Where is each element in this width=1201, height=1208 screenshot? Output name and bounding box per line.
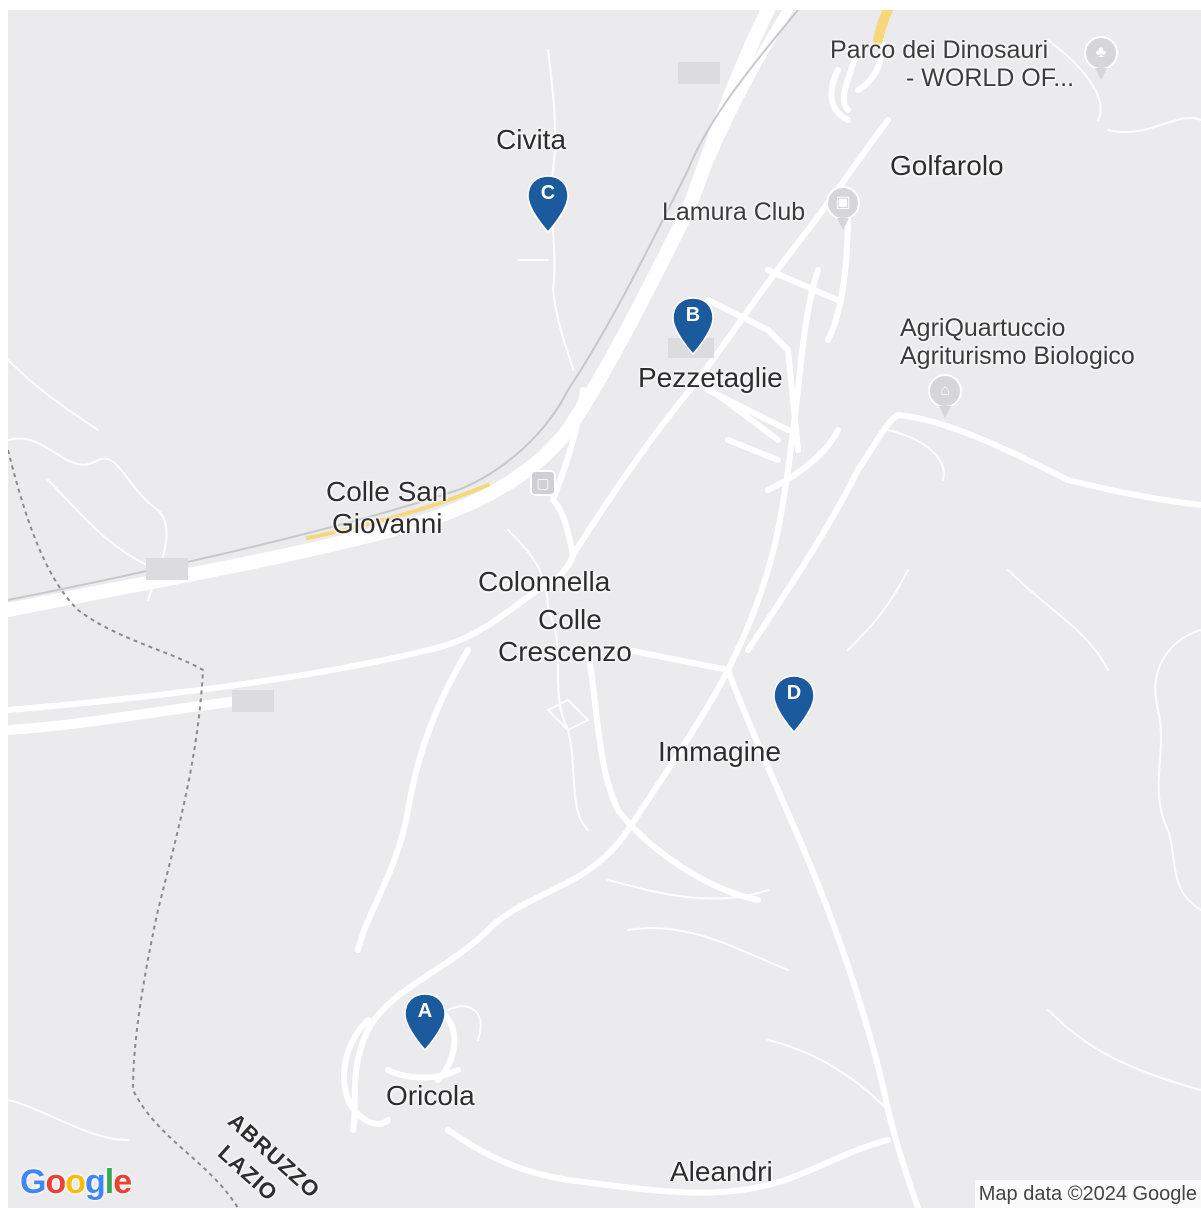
place-label-oricola[interactable]: Oricola	[386, 1080, 475, 1111]
place-label-pezzetaglie[interactable]: Pezzetaglie	[638, 362, 783, 393]
poi-label-lamura[interactable]: Lamura Club	[662, 198, 806, 226]
place-label-colle-san-giovanni-1[interactable]: Colle San	[326, 476, 448, 507]
marker-c[interactable]: C	[525, 174, 571, 236]
marker-b-label: B	[685, 304, 701, 326]
bed-icon[interactable]: ⌂	[928, 374, 962, 418]
marker-a-label: A	[417, 1000, 433, 1022]
place-label-immagine[interactable]: Immagine	[658, 736, 781, 767]
train-icon[interactable]: ▢	[530, 470, 556, 496]
map-roads	[8, 10, 1201, 1208]
map-pin-icon	[672, 297, 714, 356]
place-label-colle-san-giovanni-2[interactable]: Giovanni	[332, 508, 443, 539]
google-logo[interactable]: Google	[20, 1163, 132, 1201]
poi-label-agri-2[interactable]: Agriturismo Biologico	[900, 342, 1135, 370]
shopping-bag-icon[interactable]: ▣	[826, 186, 860, 230]
marker-d-label: D	[786, 682, 802, 704]
poi-label-agri-1[interactable]: AgriQuartuccio	[900, 314, 1066, 342]
place-label-civita[interactable]: Civita	[496, 124, 567, 155]
place-label-aleandri[interactable]: Aleandri	[670, 1156, 773, 1187]
place-label-colle-crescenzo-2[interactable]: Crescenzo	[498, 636, 632, 667]
marker-b[interactable]: B	[670, 296, 716, 358]
marker-a[interactable]: A	[402, 992, 448, 1054]
map-pin-icon	[527, 175, 569, 234]
place-label-colle-crescenzo-1[interactable]: Colle	[538, 604, 602, 635]
place-label-colonnella[interactable]: Colonnella	[478, 566, 611, 597]
poi-label-parco-2[interactable]: - WORLD OF...	[906, 64, 1075, 92]
map-pin-icon	[773, 675, 815, 734]
marker-d[interactable]: D	[771, 674, 817, 736]
marker-c-label: C	[540, 182, 556, 204]
place-label-golfarolo[interactable]: Golfarolo	[890, 150, 1004, 181]
map-canvas[interactable]: ♣ ▣ ⌂ ▢ Civita Golfarolo Pezzetaglie Col…	[8, 10, 1201, 1208]
poi-label-parco-1[interactable]: Parco dei Dinosauri	[830, 36, 1049, 64]
map-attribution[interactable]: Map data ©2024 Google	[974, 1180, 1201, 1208]
map-pin-icon	[404, 993, 446, 1052]
tree-icon[interactable]: ♣	[1084, 36, 1118, 80]
